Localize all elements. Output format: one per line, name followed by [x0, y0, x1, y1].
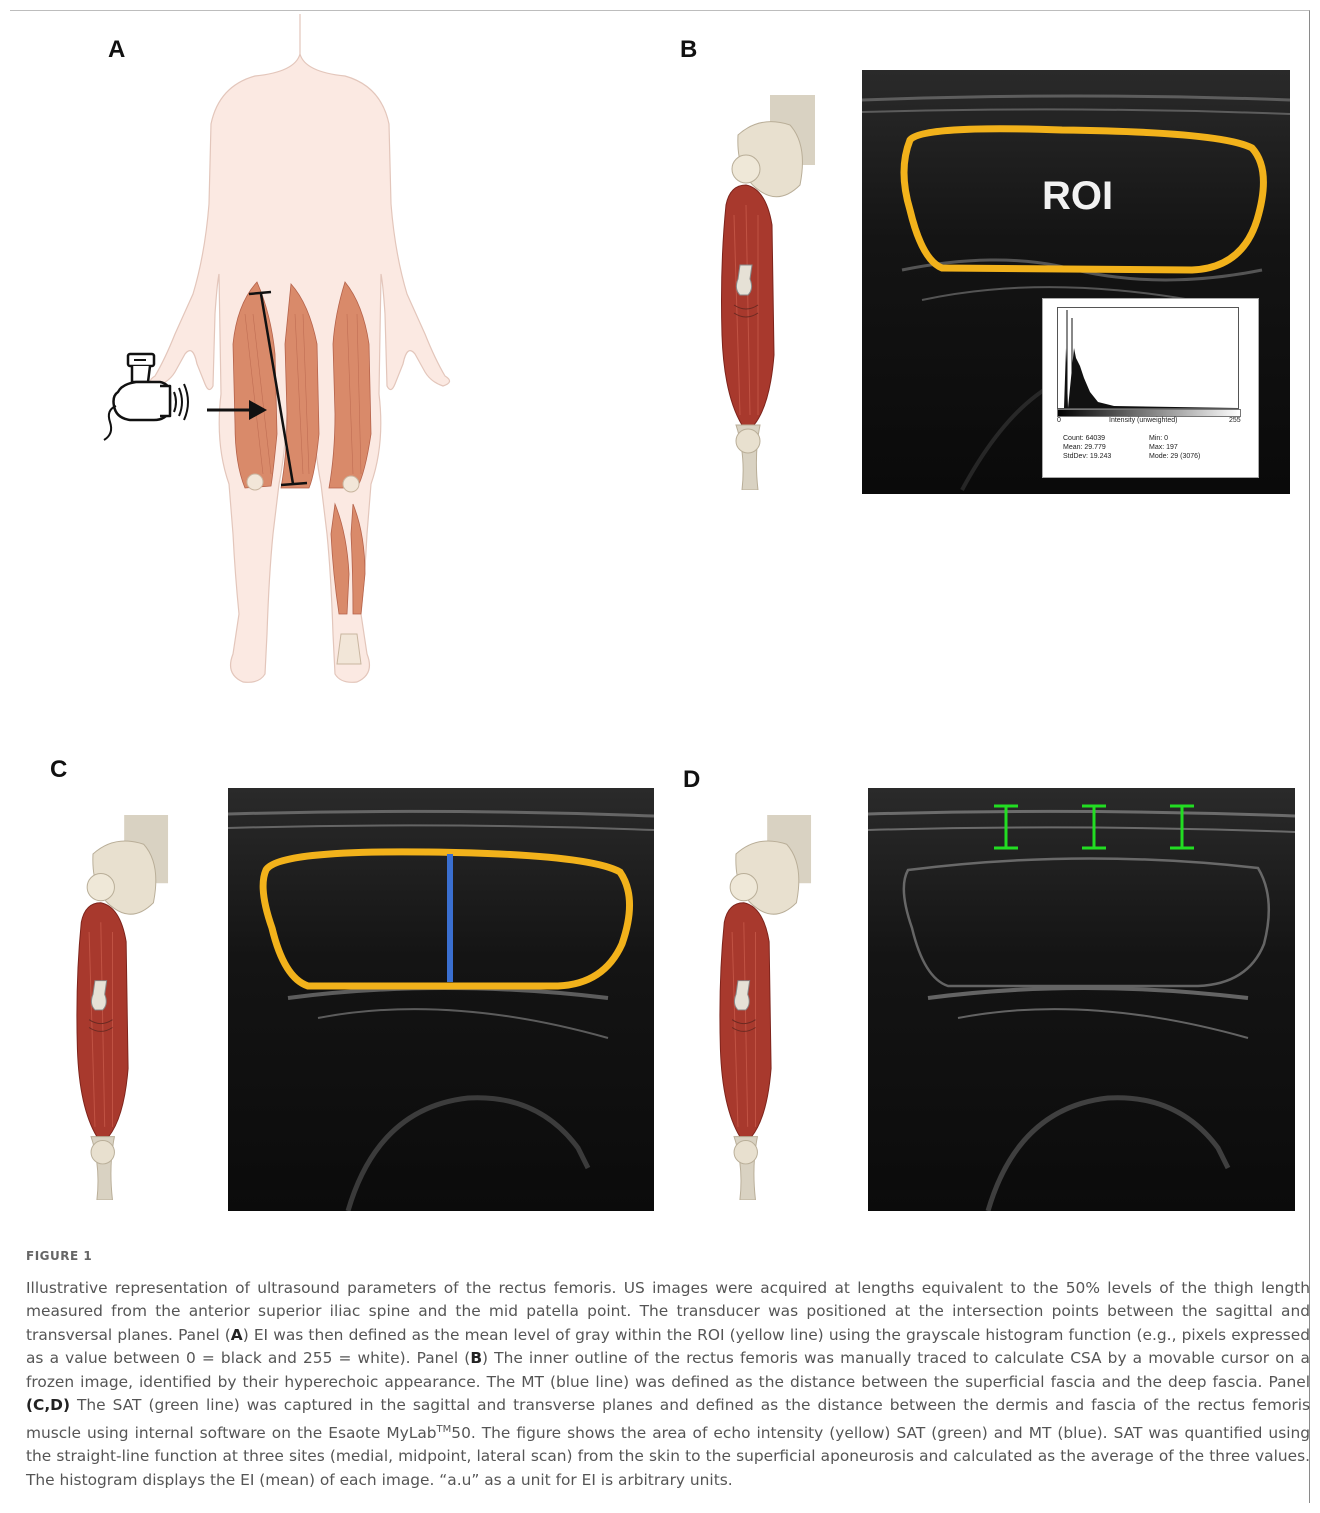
- panel-label-d: D: [683, 766, 700, 794]
- histogram-stddev: StdDev: 19.243: [1063, 453, 1111, 460]
- transducer-hand-icon: [100, 350, 200, 450]
- thigh-anatomy-b: [700, 95, 815, 490]
- ultrasound-image-b: ROI 0 Intensity (unweighted) 255 Count: …: [862, 70, 1290, 494]
- caption-superscript: TM: [437, 1424, 452, 1435]
- ultrasound-image-c: [228, 788, 654, 1211]
- histogram-axis-min: 0: [1057, 417, 1061, 424]
- histogram-count: Count: 64039: [1063, 435, 1105, 442]
- roi-label: ROI: [1042, 174, 1113, 219]
- panel-label-b: B: [680, 36, 697, 64]
- histogram-max: Max: 197: [1149, 444, 1178, 451]
- ultrasound-image-d: [868, 788, 1295, 1211]
- caption-ref-b: B: [470, 1349, 482, 1367]
- histogram-gradient-bar: [1057, 409, 1241, 417]
- thigh-anatomy-d: [695, 815, 815, 1200]
- figure-caption: FIGURE 1 Illustrative representation of …: [26, 1245, 1310, 1492]
- histogram-axis-label: Intensity (unweighted): [1109, 417, 1177, 424]
- caption-title: FIGURE 1: [26, 1245, 1310, 1269]
- histogram-plot: [1057, 307, 1239, 409]
- histogram-mode: Mode: 29 (3076): [1149, 453, 1200, 460]
- histogram-mean: Mean: 29.779: [1063, 444, 1106, 451]
- caption-ref-a: A: [231, 1326, 243, 1344]
- caption-ref-cd: (C,D): [26, 1396, 70, 1414]
- histogram-axis-max: 255: [1229, 417, 1241, 424]
- histogram-min: Min: 0: [1149, 435, 1168, 442]
- histogram-panel: 0 Intensity (unweighted) 255 Count: 6403…: [1042, 298, 1259, 478]
- panel-label-c: C: [50, 756, 67, 784]
- thigh-anatomy-c: [52, 815, 172, 1200]
